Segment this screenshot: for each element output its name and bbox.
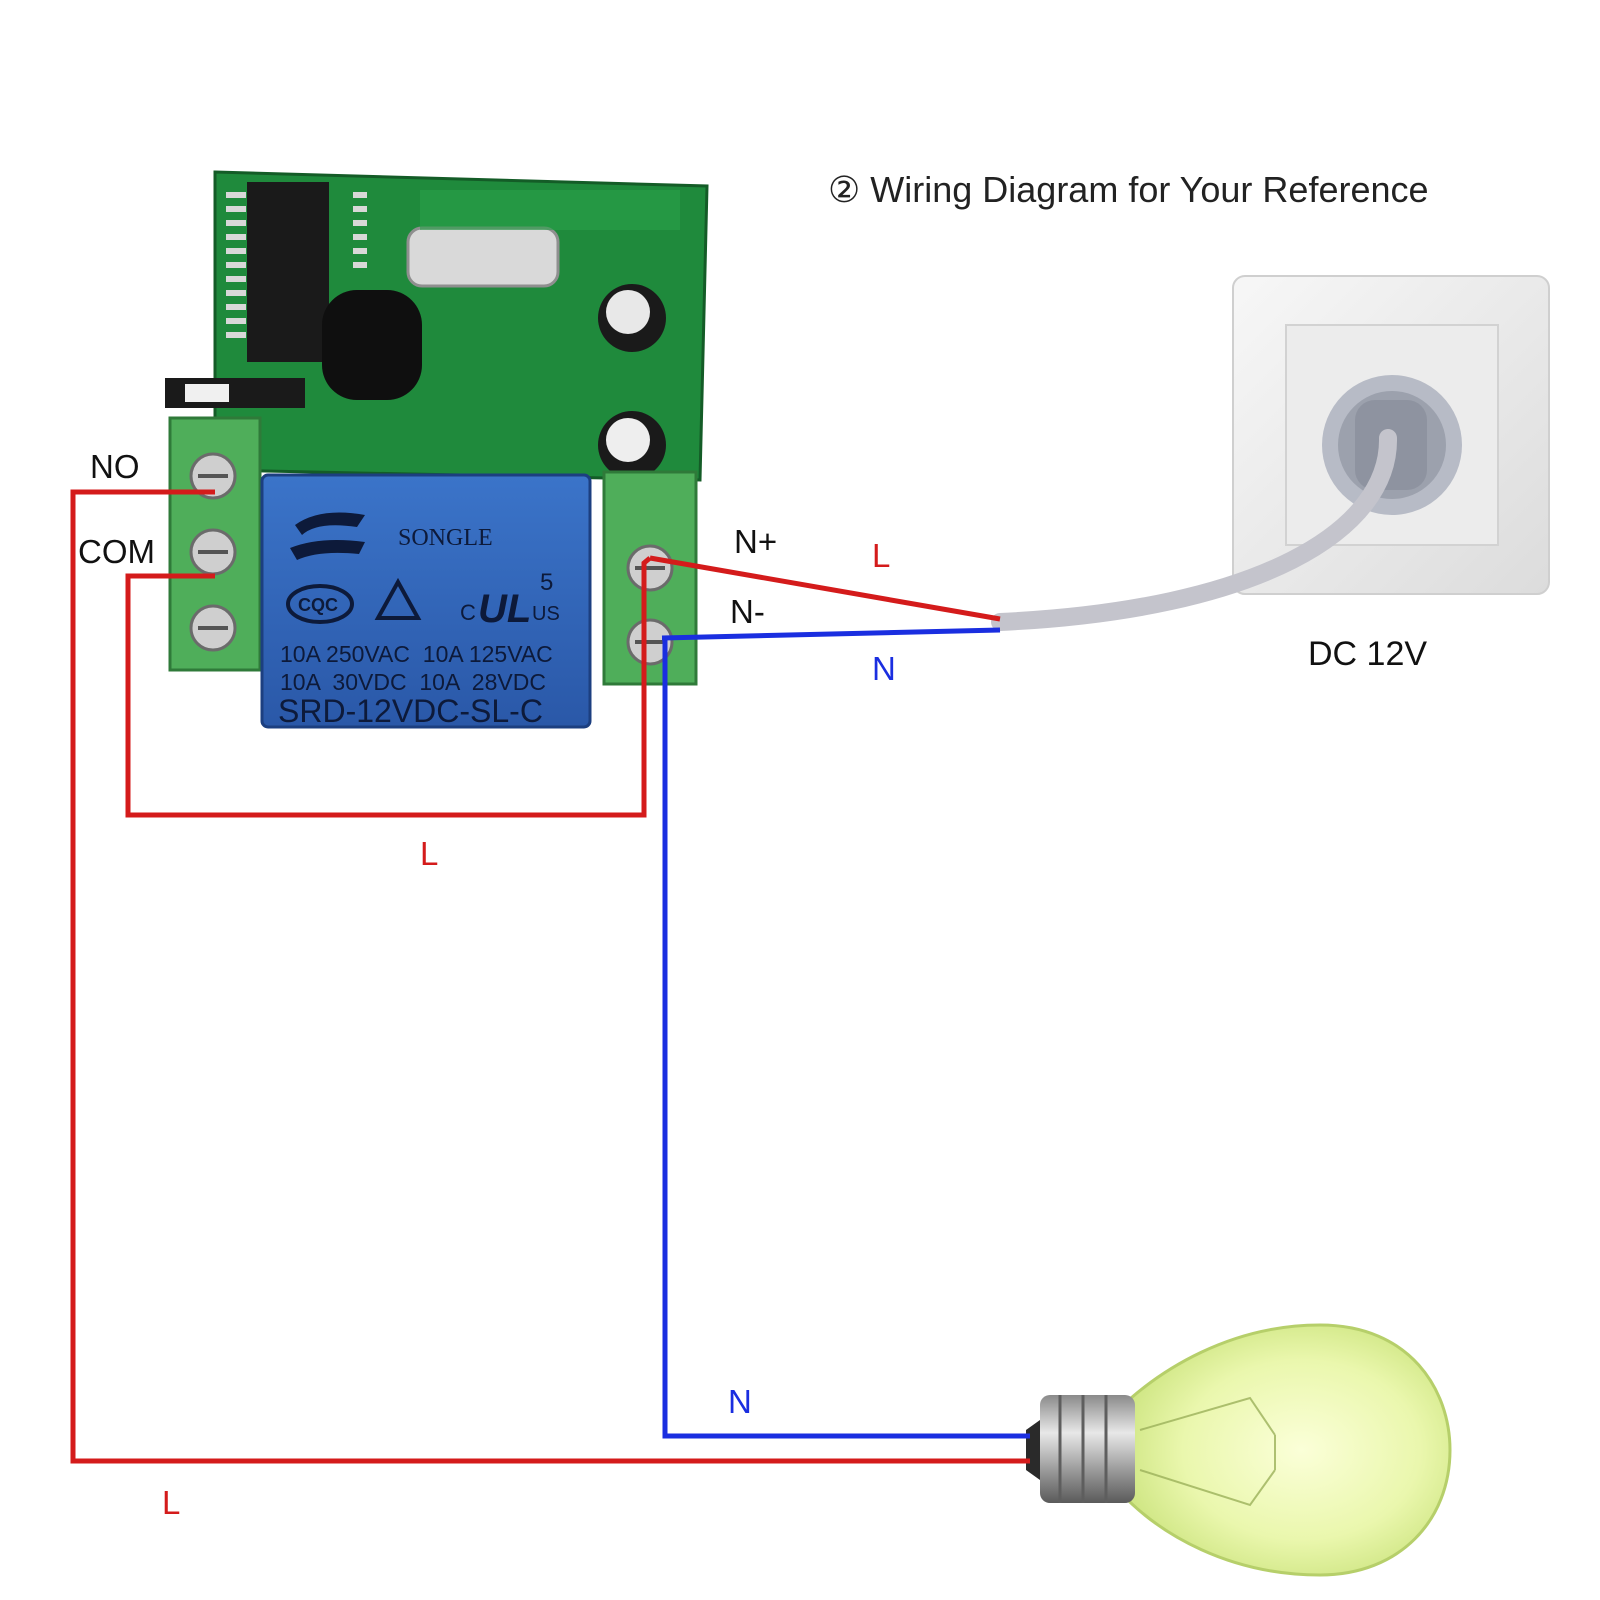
- wire-label-supply-neutral: N: [872, 650, 896, 687]
- power-source-label: DC 12V: [1308, 635, 1427, 673]
- svg-text:CQC: CQC: [298, 595, 338, 615]
- relay: SONGLE CQC C UL 5 US 10A 250VAC 10A 125V…: [260, 473, 592, 729]
- ul-mark: UL: [478, 587, 531, 631]
- wire-label-supply-live: L: [872, 537, 890, 574]
- terminal-block-left: [168, 416, 262, 672]
- terminal-label-no: NO: [90, 448, 140, 485]
- wire-supply-neutral: [661, 627, 1001, 641]
- relay-rating-2: 10A 30VDC 10A 28VDC: [280, 669, 546, 695]
- ic-chip: [226, 182, 367, 362]
- terminal-block-right: [602, 470, 698, 686]
- pcb: [213, 170, 709, 482]
- relay-brand: SONGLE: [398, 525, 493, 551]
- crystal: [406, 226, 560, 288]
- bulb-contact: [1026, 1420, 1040, 1480]
- wire-label-lamp-live: L: [162, 1484, 180, 1521]
- inductor: [322, 290, 422, 400]
- terminal-label-n-plus: N+: [734, 523, 777, 560]
- bulb-filament: [1139, 1396, 1276, 1507]
- wire-com-loop-live: [125, 556, 652, 818]
- outlet-cable: [991, 429, 1398, 631]
- relay-rating-1: 10A 250VAC 10A 125VAC: [280, 641, 553, 667]
- terminal-label-com: COM: [78, 533, 155, 570]
- light-bulb-icon: [1026, 1323, 1452, 1577]
- svg-text:US: US: [532, 603, 560, 625]
- diagram-title: ② Wiring Diagram for Your Reference: [828, 169, 1429, 210]
- terminal-label-n-minus: N-: [730, 593, 765, 630]
- bulb-glass: [1118, 1323, 1452, 1577]
- wire-lamp-neutral: [662, 635, 1030, 1439]
- bulb-base: [1040, 1395, 1135, 1503]
- svg-text:5: 5: [540, 569, 553, 596]
- wire-lamp-live: [70, 489, 1030, 1464]
- relay-model: SRD-12VDC-SL-C: [278, 693, 543, 729]
- cqc-mark: [286, 584, 354, 624]
- wire-label-lamp-neutral: N: [728, 1383, 752, 1420]
- svg-text:C: C: [460, 600, 476, 625]
- wire-supply-live: [649, 555, 1001, 622]
- relay-board-icon: SONGLE CQC C UL 5 US 10A 250VAC 10A 125V…: [165, 170, 709, 729]
- wire-label-com-loop: L: [420, 835, 438, 872]
- triangle-mark-icon: [374, 577, 422, 620]
- capacitors: [598, 284, 666, 479]
